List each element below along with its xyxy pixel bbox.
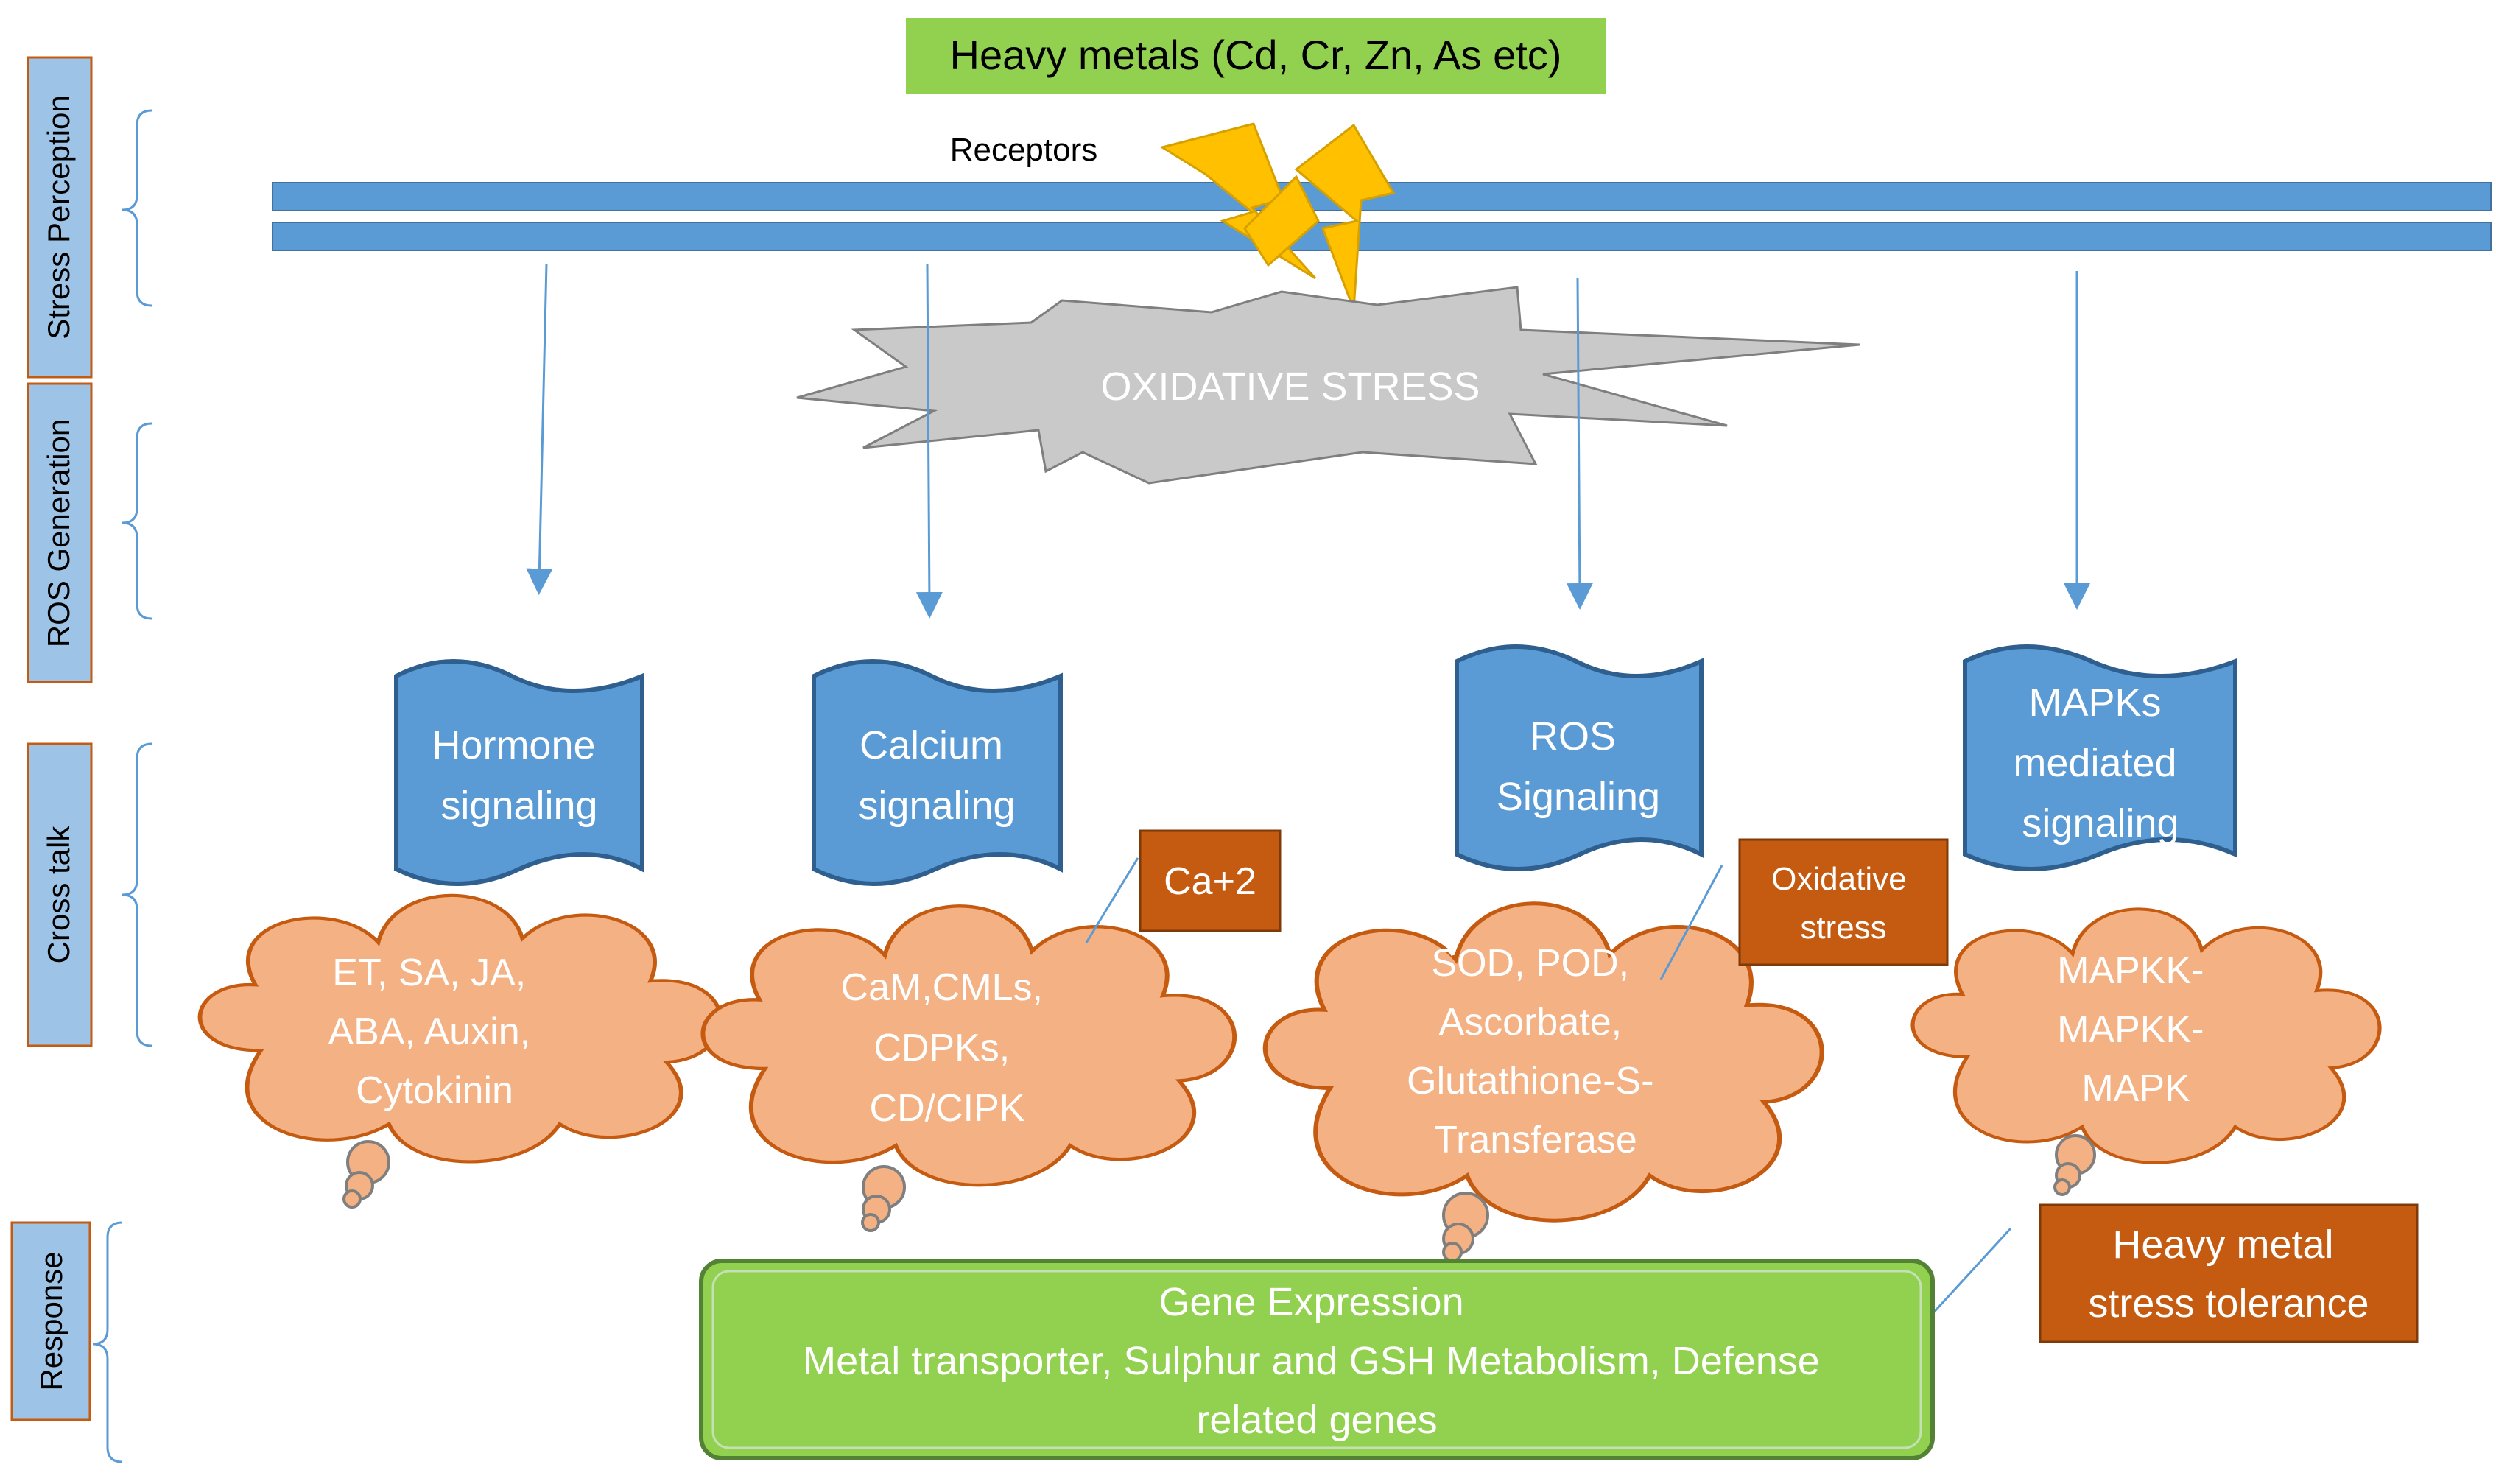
pathway-title-line: signaling (858, 784, 1015, 828)
callout-tolerance-text: Heavy metal stress tolerance (2088, 1223, 2369, 1326)
callout-oxidative-text: Oxidative stress (1771, 861, 1916, 946)
cloud-text-line: CD/CIPK (870, 1087, 1025, 1130)
stage-ros-generation: ROS Generation (27, 382, 152, 683)
receptors-label: Receptors (950, 132, 1098, 168)
callout-calcium-label: Ca+2 (1164, 860, 1256, 903)
callout-oxidative-line: Oxidative (1771, 861, 1906, 897)
cloud-text-line: ET, SA, JA, (332, 952, 526, 994)
pathway-title-line: signaling (440, 784, 597, 828)
gene-expression-box: Gene Expression Metal transporter, Sulph… (699, 1259, 1935, 1460)
pathway-calcium-signaling: Calcium signaling (812, 659, 1063, 886)
gene-expression-line: related genes (1196, 1398, 1437, 1442)
cloud-text: ET, SA, JA, ABA, Auxin, Cytokinin (328, 952, 541, 1112)
pathway-title-line: Signaling (1497, 775, 1660, 819)
callout-connector (1085, 857, 1139, 943)
signal-arrow (915, 263, 943, 619)
wave-banner (812, 659, 1063, 886)
cloud-text-line: Glutathione-S- (1407, 1060, 1653, 1103)
signal-arrow (526, 263, 553, 595)
oxidative-stress-label: OXIDATIVE STRESS (1100, 365, 1480, 409)
stage-stress-perception: Stress Perception (27, 56, 152, 379)
callout-tolerance-line: Heavy metal (2112, 1223, 2333, 1267)
wave-banner (394, 659, 644, 886)
stage-cross-talk: Cross talk (27, 742, 152, 1047)
stage-bracket (122, 422, 152, 620)
cloud-text-line: Transferase (1434, 1119, 1637, 1161)
cloud-calcium-components: CaM,CMLs, CDPKs, CD/CIPK (703, 906, 1234, 1232)
oxidative-stress-burst: OXIDATIVE STRESS (796, 286, 1860, 485)
cloud-mapks-components: MAPKK- MAPKK- MAPK (1913, 909, 2380, 1196)
cloud-text: SOD, POD, Ascorbate, Glutathione-S- Tran… (1407, 942, 1664, 1161)
callout-connector (1659, 865, 1723, 980)
callout-calcium-ion: Ca+2 (1139, 829, 1282, 932)
wave-banner (1455, 644, 1704, 871)
gene-expression-line: Metal transporter, Sulphur and GSH Metab… (803, 1339, 1820, 1383)
callout-stress-tolerance: Heavy metal stress tolerance (2039, 1203, 2419, 1343)
stage-label: Response (34, 1251, 68, 1390)
cloud-text-line: MAPK (2081, 1067, 2190, 1110)
cloud-hormone-components: ET, SA, JA, ABA, Auxin, Cytokinin (200, 896, 721, 1209)
cloud-ros-components: SOD, POD, Ascorbate, Glutathione-S- Tran… (1265, 904, 1822, 1262)
pathway-ros-signaling: ROS Signaling (1455, 644, 1704, 871)
gene-expression-line: Gene Expression (1159, 1280, 1463, 1324)
pathway-title-line: Calcium (859, 723, 1003, 767)
cloud-text-line: CaM,CMLs, (841, 966, 1043, 1009)
stage-label: Cross talk (41, 826, 76, 964)
pathway-title: ROS Signaling (1497, 714, 1660, 819)
stage-bracket (122, 109, 152, 307)
gene-expression-text: Gene Expression Metal transporter, Sulph… (803, 1280, 1831, 1442)
pathway-hormone-signaling: Hormone signaling (394, 659, 644, 886)
pathway-title: Hormone signaling (432, 723, 606, 828)
pathway-mapks-signaling: MAPKs mediated signaling (1963, 644, 2237, 871)
cloud-text-line: CDPKs, (873, 1027, 1010, 1069)
cloud-text-line: Cytokinin (356, 1069, 513, 1112)
heavy-metals-label: Heavy metals (Cd, Cr, Zn, As etc) (950, 32, 1562, 78)
wave-banner (1963, 644, 2237, 871)
cloud-text: MAPKK- MAPKK- MAPK (2057, 949, 2215, 1110)
callout-oxidative-stress: Oxidative stress (1738, 838, 1949, 966)
stage-bracket (92, 1221, 123, 1463)
pathway-title-line: ROS (1530, 714, 1616, 759)
pathway-title: MAPKs mediated signaling (2013, 681, 2187, 845)
pathway-title-line: Hormone (432, 723, 595, 767)
cloud-text-line: MAPKK- (2057, 1008, 2204, 1051)
cloud-text-line: ABA, Auxin, (328, 1010, 530, 1053)
callout-connector (1928, 1227, 2012, 1318)
stage-label: ROS Generation (41, 419, 76, 648)
stage-label: Stress Perception (41, 95, 76, 340)
stage-bracket (122, 742, 152, 1047)
stage-response: Response (10, 1221, 123, 1463)
cloud-text-line: MAPKK- (2057, 949, 2204, 992)
cloud-text: CaM,CMLs, CDPKs, CD/CIPK (841, 966, 1054, 1130)
lightning-bolt-icon (1243, 123, 1396, 310)
cloud-text-line: Ascorbate, (1438, 1001, 1622, 1044)
pathway-title-line: mediated (2013, 741, 2176, 785)
callout-tolerance-line: stress tolerance (2088, 1281, 2369, 1326)
pathway-title-line: MAPKs (2028, 681, 2161, 725)
heavy-metals-box: Heavy metals (Cd, Cr, Zn, As etc) (906, 18, 1606, 94)
pathway-title: Calcium signaling (858, 723, 1015, 828)
cloud-text-line: SOD, POD, (1431, 942, 1629, 985)
pathway-title-line: signaling (2022, 801, 2179, 845)
callout-oxidative-line: stress (1800, 910, 1886, 946)
signal-arrow (1566, 278, 1593, 610)
